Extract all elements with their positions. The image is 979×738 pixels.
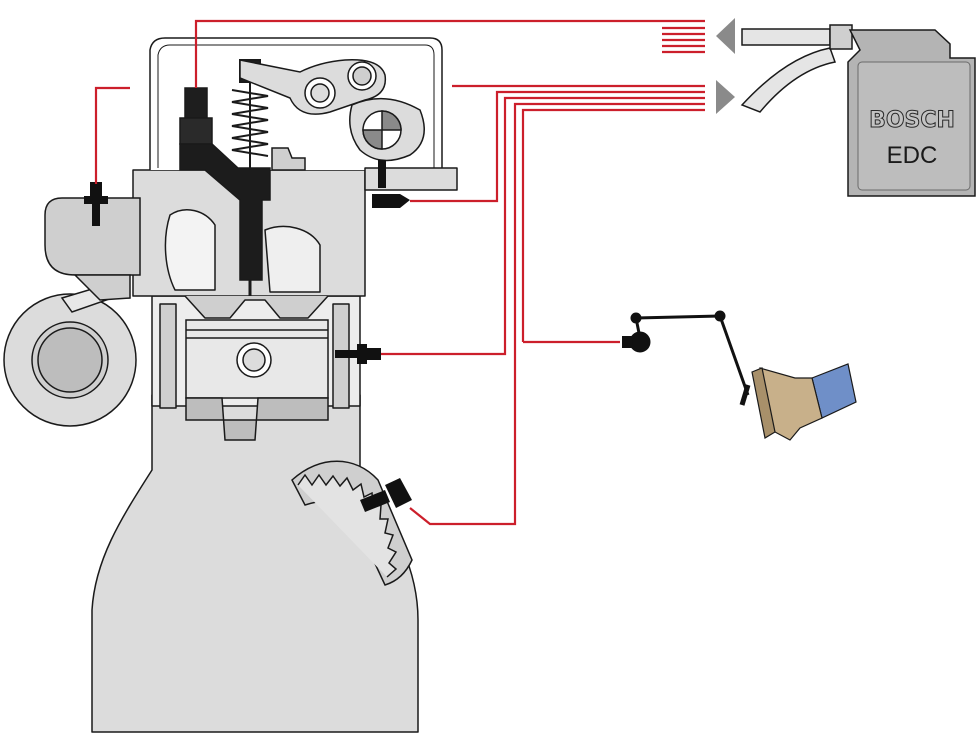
ecu-model-label: EDC (887, 142, 938, 169)
turbocharger-icon (3, 197, 141, 427)
rocker-arm-icon (239, 59, 387, 115)
input-arrow-icon (716, 80, 735, 114)
control-unit-icon: BOSCH EDC (847, 29, 976, 197)
piston-icon (185, 319, 329, 441)
camshaft-icon (349, 97, 425, 162)
head-details (271, 147, 306, 171)
unit-injector-icon (179, 87, 271, 296)
ecu-brand-label: BOSCH (869, 108, 955, 133)
boost-sensor-icon (84, 182, 108, 226)
crankshaft-sensor-icon (360, 478, 412, 512)
output-arrow-icon (716, 18, 735, 54)
camshaft-sensor-icon (372, 160, 410, 208)
foot-icon (751, 363, 857, 441)
accelerator-pedal-icon (622, 310, 751, 406)
ecu-cable-bundle (740, 24, 853, 113)
signal-wires (94, 19, 705, 526)
coolant-sensor-icon (335, 344, 381, 364)
